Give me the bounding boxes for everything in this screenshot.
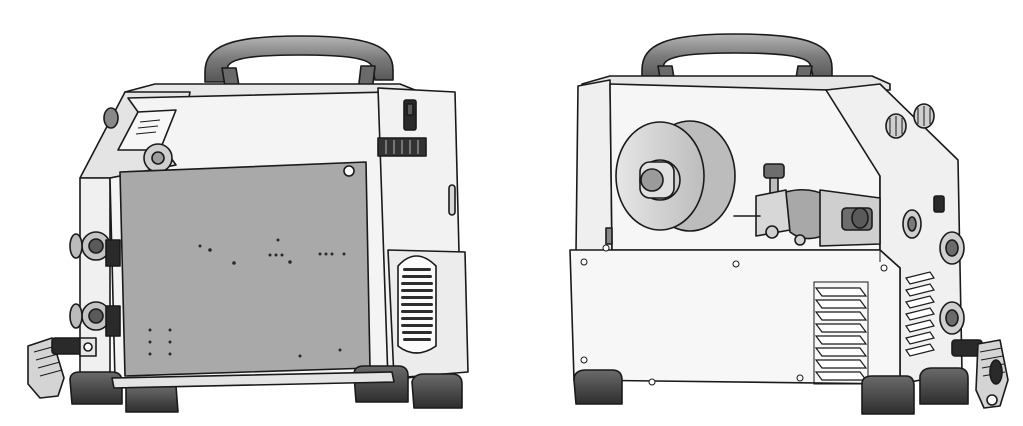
wire-feeder xyxy=(605,163,881,247)
sockets-left-view xyxy=(69,231,121,337)
screws-front xyxy=(580,244,888,386)
vent-grille-left-view xyxy=(397,255,437,354)
rubber-feet-right-view xyxy=(573,367,969,415)
sockets-right-view xyxy=(902,209,965,335)
vent-grille-front xyxy=(813,281,869,385)
machine-rear-view xyxy=(27,35,469,413)
vent-grille-side xyxy=(905,271,935,357)
wire-spool xyxy=(615,120,736,232)
control-knobs xyxy=(885,103,945,213)
rear-cover-plate xyxy=(119,161,371,377)
machine-open-side-view xyxy=(569,33,1009,415)
torch-plug-right-view xyxy=(951,339,1009,409)
torch-plug-left-view xyxy=(27,337,97,399)
